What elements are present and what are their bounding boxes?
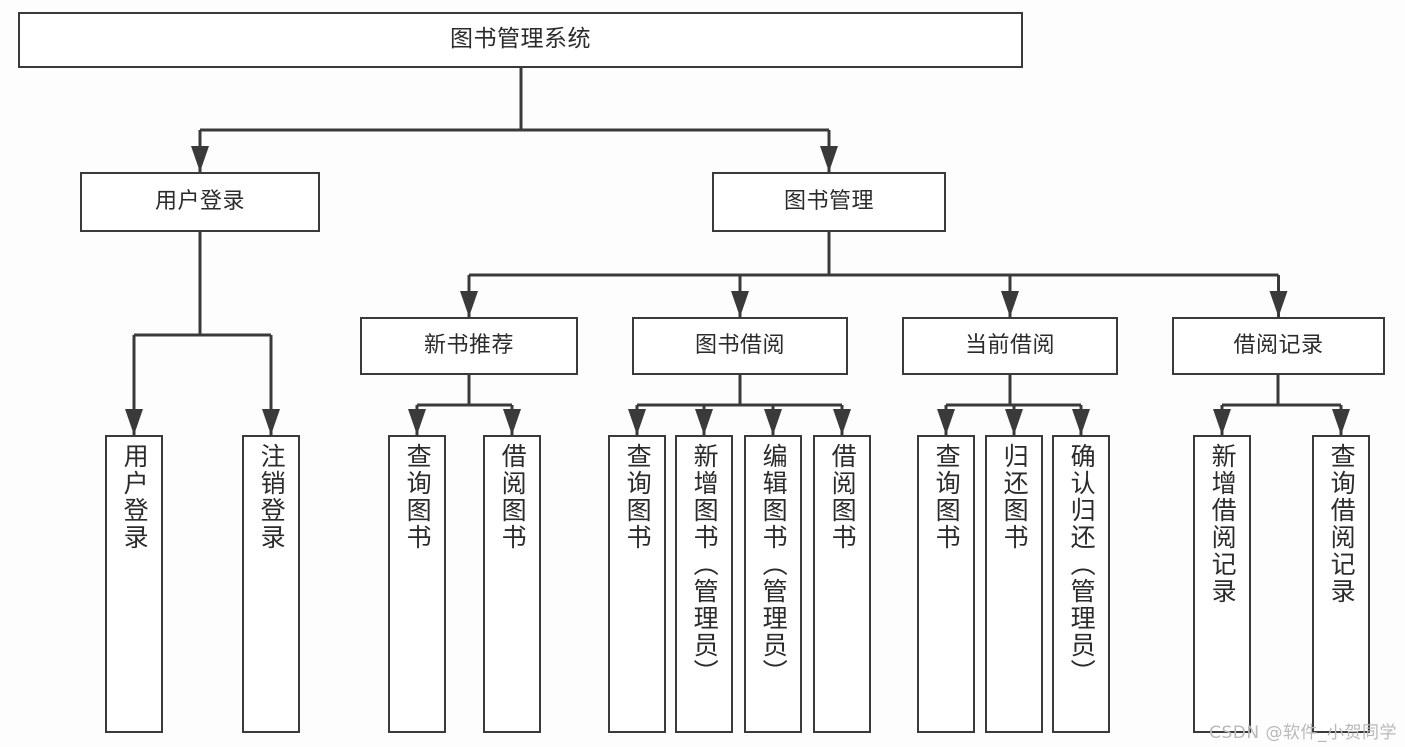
node-label: 借阅图书	[498, 443, 528, 551]
arrow-head-icon	[1072, 409, 1090, 435]
node-label: 借阅图书	[828, 443, 858, 551]
node-leaf-user-logout[interactable]: 注销登录	[242, 435, 300, 733]
node-label: 新增图书（管理员）	[690, 443, 720, 686]
node-leaf-bb-edit[interactable]: 编辑图书（管理员）	[744, 435, 802, 733]
node-label: 图书管理系统	[450, 26, 591, 53]
node-label: 查询借阅记录	[1327, 443, 1357, 605]
node-root[interactable]: 图书管理系统	[18, 12, 1023, 68]
node-label: 查询图书	[623, 443, 653, 551]
node-label: 归还图书	[1000, 443, 1030, 551]
arrow-head-icon	[937, 409, 955, 435]
arrow-head-icon	[262, 409, 280, 435]
arrow-head-icon	[503, 409, 521, 435]
node-label: 图书管理	[783, 188, 874, 214]
node-label: 用户登录	[154, 188, 245, 214]
node-leaf-br-query[interactable]: 查询借阅记录	[1312, 435, 1370, 733]
arrow-head-icon	[1005, 409, 1023, 435]
arrow-head-icon	[408, 409, 426, 435]
node-book-manage[interactable]: 图书管理	[712, 172, 946, 232]
arrow-head-icon	[731, 291, 749, 317]
node-leaf-rec-borrow[interactable]: 借阅图书	[483, 435, 541, 733]
node-label: 新书推荐	[423, 332, 514, 358]
node-leaf-br-add[interactable]: 新增借阅记录	[1193, 435, 1251, 733]
arrow-head-icon	[125, 409, 143, 435]
node-leaf-bb-borrow[interactable]: 借阅图书	[813, 435, 871, 733]
node-label: 用户登录	[120, 443, 150, 551]
node-label: 新增借阅记录	[1208, 443, 1238, 605]
node-label: 查询图书	[403, 443, 433, 551]
node-borrow-record[interactable]: 借阅记录	[1172, 317, 1385, 375]
arrow-head-icon	[1332, 409, 1350, 435]
node-leaf-cb-return[interactable]: 归还图书	[985, 435, 1043, 733]
node-label: 图书借阅	[694, 332, 785, 358]
node-current-borrow[interactable]: 当前借阅	[902, 317, 1118, 375]
arrow-head-icon	[695, 409, 713, 435]
node-label: 注销登录	[257, 443, 287, 551]
node-label: 查询图书	[932, 443, 962, 551]
arrow-head-icon	[460, 291, 478, 317]
node-book-borrow[interactable]: 图书借阅	[632, 317, 848, 375]
arrow-head-icon	[1213, 409, 1231, 435]
node-leaf-rec-query[interactable]: 查询图书	[388, 435, 446, 733]
arrow-head-icon	[628, 409, 646, 435]
node-leaf-bb-query[interactable]: 查询图书	[608, 435, 666, 733]
node-leaf-bb-add[interactable]: 新增图书（管理员）	[675, 435, 733, 733]
node-label: 编辑图书（管理员）	[759, 443, 789, 686]
node-label: 当前借阅	[964, 332, 1055, 358]
node-leaf-cb-confirm[interactable]: 确认归还（管理员）	[1052, 435, 1110, 733]
node-label: 确认归还（管理员）	[1067, 443, 1097, 686]
node-leaf-user-login[interactable]: 用户登录	[105, 435, 163, 733]
arrow-head-icon	[764, 409, 782, 435]
node-leaf-cb-query[interactable]: 查询图书	[917, 435, 975, 733]
node-new-book-rec[interactable]: 新书推荐	[360, 317, 578, 375]
node-user-login[interactable]: 用户登录	[80, 172, 320, 232]
node-label: 借阅记录	[1233, 332, 1324, 358]
arrow-head-icon	[1269, 291, 1288, 317]
arrow-head-icon	[833, 409, 851, 435]
arrow-head-icon	[1001, 291, 1019, 317]
arrow-head-icon	[191, 146, 209, 172]
arrow-head-icon	[820, 146, 838, 172]
